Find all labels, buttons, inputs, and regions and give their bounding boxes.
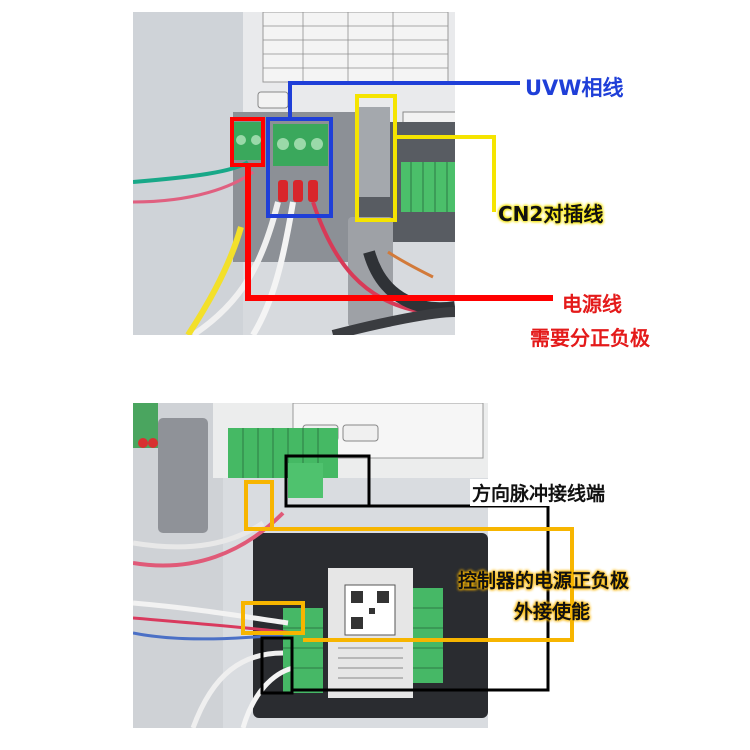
cn2-cable-label: CN2对插线 — [498, 202, 604, 226]
external-enable-label: 外接使能 — [514, 601, 591, 623]
power-line-label: 电源线 — [562, 292, 622, 316]
driver-wiring-photo-top — [133, 12, 455, 335]
driver-wiring-photo-bottom — [133, 403, 488, 728]
direction-pulse-label: 方向脉冲接线端 — [470, 479, 608, 506]
controller-power-label: 控制器的电源正负极 — [458, 570, 630, 592]
uvw-phase-label: UVW相线 — [525, 76, 624, 100]
polarity-note-label: 需要分正负极 — [530, 326, 650, 350]
